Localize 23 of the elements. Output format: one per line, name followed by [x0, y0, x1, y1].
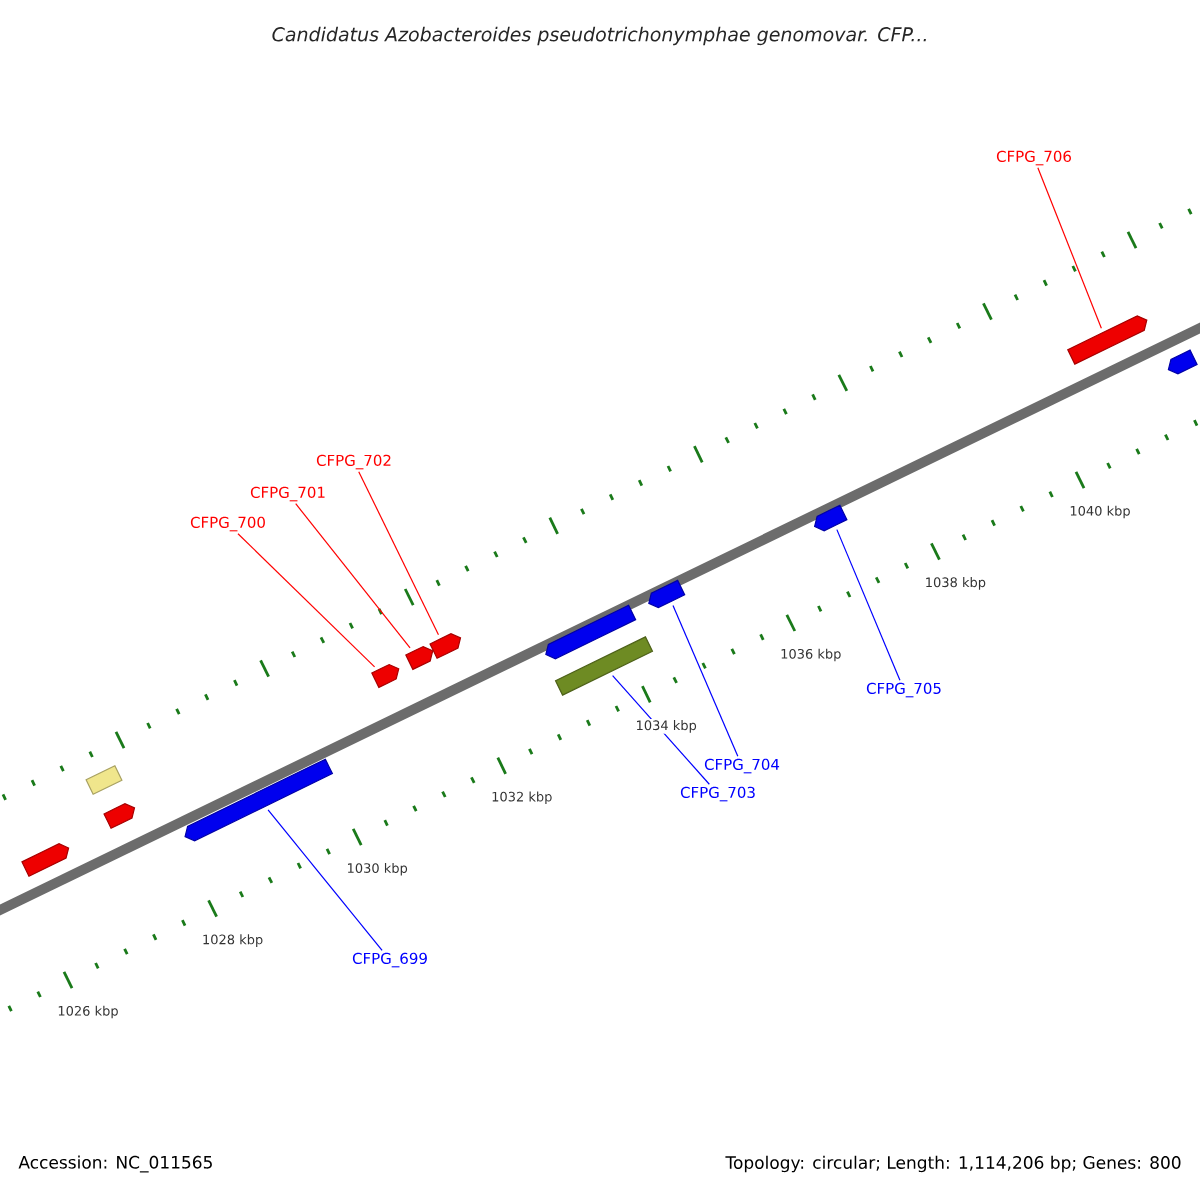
leader-line — [295, 503, 411, 649]
leader-line — [612, 675, 710, 785]
leader-line — [836, 529, 901, 681]
title: Candidatus Azobacteroides pseudotrichonymphae genomovar. CFP... — [272, 26, 926, 46]
gene-feature — [371, 663, 400, 689]
gene-feature — [85, 765, 123, 795]
leader-line — [672, 605, 739, 757]
leader-line — [358, 471, 440, 636]
gene-feature — [103, 803, 136, 830]
gene-feature — [554, 636, 654, 696]
gene-feature — [648, 579, 686, 609]
footer-text: Topology: circular; Length: 1,114,206 bp; Genes: 800 — [725, 1155, 1181, 1173]
gene-feature — [21, 843, 70, 878]
gene-feature — [184, 758, 334, 842]
gene-feature — [429, 633, 462, 660]
gene-feature — [813, 504, 848, 532]
leader-line — [267, 809, 383, 951]
leader-line — [1037, 167, 1102, 329]
gene-feature — [1167, 349, 1198, 375]
gene-feature — [405, 645, 434, 671]
leader-line — [237, 533, 376, 668]
footer-text: Accession: NC_011565 — [18, 1155, 212, 1173]
gene-feature — [545, 604, 637, 660]
